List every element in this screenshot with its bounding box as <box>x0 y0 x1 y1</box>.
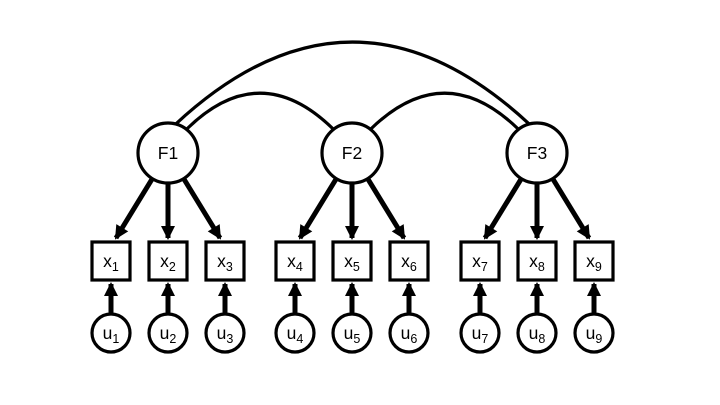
nodes-layer: F1 F2 F3 x1 x2 x3 x4 x5 x6 x7 x8 x9 u1 u2 u3 u4 u5 u6 u7 u8… <box>90 121 615 354</box>
indicator-node-x3: x3 <box>204 240 246 282</box>
error-circle-u3 <box>204 312 246 354</box>
indicator-square-x1 <box>90 240 132 282</box>
error-circle-u8 <box>516 312 558 354</box>
indicator-node-x8: x8 <box>516 240 558 282</box>
edges-layer <box>104 40 601 333</box>
error-node-u2: u2 <box>147 312 189 354</box>
indicator-node-x7: x7 <box>459 240 501 282</box>
indicator-square-x5 <box>331 240 373 282</box>
indicator-square-x9 <box>573 240 615 282</box>
error-node-u3: u3 <box>204 312 246 354</box>
indicator-node-x2: x2 <box>147 240 189 282</box>
factor-node-F1: F1 <box>136 121 200 185</box>
factor-label-F1: F1 <box>158 143 178 163</box>
indicator-square-x4 <box>274 240 316 282</box>
error-node-u5: u5 <box>331 312 373 354</box>
error-node-u4: u4 <box>274 312 316 354</box>
indicator-node-x5: x5 <box>331 240 373 282</box>
factor-node-F2: F2 <box>320 121 384 185</box>
indicator-node-x9: x9 <box>573 240 615 282</box>
indicator-square-x3 <box>204 240 246 282</box>
covariance-arc-F2-F3 <box>369 91 520 131</box>
error-node-u7: u7 <box>459 312 501 354</box>
error-node-u9: u9 <box>573 312 615 354</box>
indicator-node-x1: x1 <box>90 240 132 282</box>
indicator-node-x4: x4 <box>274 240 316 282</box>
error-circle-u4 <box>274 312 316 354</box>
error-node-u6: u6 <box>388 312 430 354</box>
factor-node-F3: F3 <box>505 121 569 185</box>
covariance-arc-F1-F2 <box>185 91 335 131</box>
indicator-square-x8 <box>516 240 558 282</box>
error-circle-u7 <box>459 312 501 354</box>
indicator-square-x2 <box>147 240 189 282</box>
error-circle-u6 <box>388 312 430 354</box>
error-node-u8: u8 <box>516 312 558 354</box>
error-circle-u9 <box>573 312 615 354</box>
error-circle-u2 <box>147 312 189 354</box>
error-node-u1: u1 <box>90 312 132 354</box>
factor-circle-F2 <box>320 121 384 185</box>
indicator-square-x7 <box>459 240 501 282</box>
covariance-arc-F1-F3 <box>174 40 531 126</box>
factor-label-F2: F2 <box>342 143 362 163</box>
error-circle-u5 <box>331 312 373 354</box>
error-circle-u1 <box>90 312 132 354</box>
factor-label-F3: F3 <box>527 143 547 163</box>
indicator-node-x6: x6 <box>388 240 430 282</box>
factor-circle-F1 <box>136 121 200 185</box>
factor-circle-F3 <box>505 121 569 185</box>
indicator-square-x6 <box>388 240 430 282</box>
